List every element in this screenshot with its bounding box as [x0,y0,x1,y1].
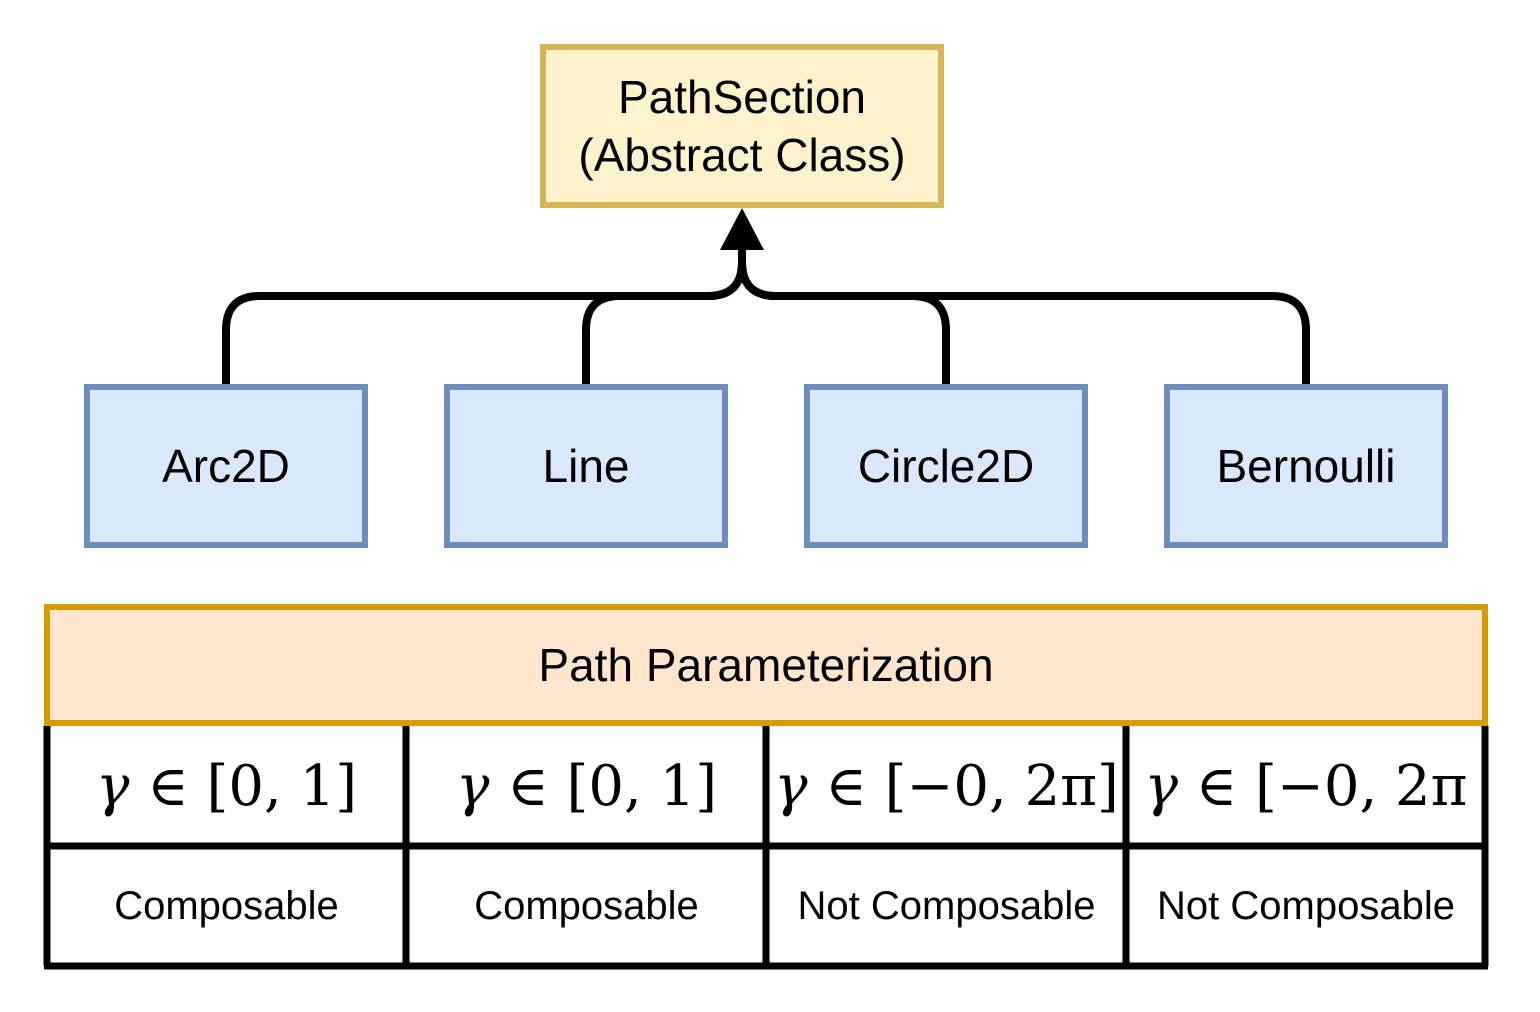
table-grid [43,726,1489,970]
arc2d-label: Arc2D [162,440,290,492]
connector-line [582,261,746,384]
composability-label: Not Composable [797,884,1096,928]
gamma-symbol: γ [455,754,490,819]
pathsection-node: PathSection (Abstract Class) [540,44,944,208]
range-value: ∈ [0, 1] [507,754,718,819]
gamma-symbol: γ [774,754,808,819]
path-parameterization-header: Path Parameterization [44,604,1488,726]
bernoulli-label: Bernoulli [1216,440,1396,492]
range-cell-circle2d: γ ∈ [−0, 2π] [770,730,1123,843]
pathsection-subtitle: (Abstract Class) [578,129,906,181]
circle2d-label: Circle2D [857,440,1035,492]
line-node: Line [444,384,728,548]
table-header-label: Path Parameterization [538,639,994,691]
connector-arc2d [222,261,746,384]
bernoulli-node: Bernoulli [1164,384,1448,548]
range-value: ∈ [−0, 2π [1195,754,1468,819]
line-label: Line [542,440,630,492]
gamma-symbol: γ [1144,754,1178,819]
composability-cell-line: Composable [410,850,763,963]
connector-circle2d [738,261,950,384]
composability-label: Composable [114,884,339,928]
inheritance-arrowhead [720,208,764,250]
range-cell-arc2d: γ ∈ [0, 1] [50,730,403,843]
composability-cell-bernoulli: Not Composable [1130,850,1482,963]
composability-label: Composable [474,884,699,928]
composability-cell-arc2d: Composable [50,850,403,963]
gamma-symbol: γ [95,754,130,819]
composability-label: Not Composable [1157,884,1455,928]
range-cell-bernoulli: γ ∈ [−0, 2π [1130,730,1482,843]
arc2d-node: Arc2D [84,384,368,548]
circle2d-node: Circle2D [804,384,1088,548]
composability-cell-circle2d: Not Composable [770,850,1123,963]
range-value: ∈ [0, 1] [147,754,358,819]
connector-bernoulli [738,261,1310,384]
pathsection-title: PathSection [617,71,867,123]
range-value: ∈ [−0, 2π] [825,754,1119,819]
range-cell-line: γ ∈ [0, 1] [410,730,763,843]
